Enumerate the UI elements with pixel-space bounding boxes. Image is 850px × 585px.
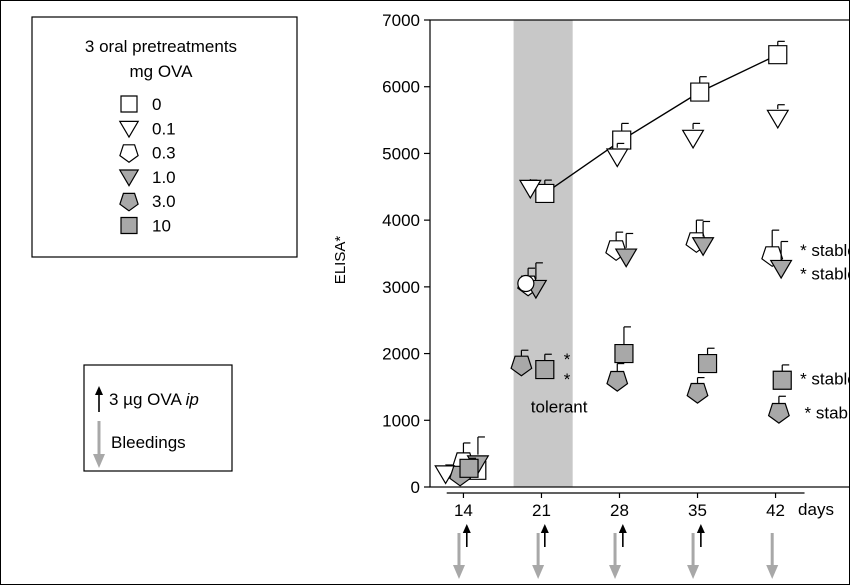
x-tick-label: 28 [610, 501, 629, 520]
immunization-arrowhead [618, 524, 627, 533]
annotation: * stable [800, 265, 850, 284]
treatment-legend-box [31, 16, 298, 258]
immunization-arrowhead [540, 524, 549, 533]
data-point-circle [517, 274, 535, 293]
data-point [605, 148, 629, 168]
data-point [697, 353, 718, 374]
bleeding-arrowhead [766, 565, 779, 579]
axes: 0 1000 2000 3000 4000 5000 6000 7000 14 21 28 35 42 [382, 11, 850, 520]
legend-entry-0.3: 0.3 [119, 144, 176, 163]
schedule-arrows [452, 524, 779, 579]
data-point [691, 237, 715, 257]
y-tick-label: 0 [411, 478, 420, 497]
legend-label: 1.0 [152, 168, 176, 187]
legend-marker [119, 144, 139, 163]
x-tick-label: 14 [454, 501, 473, 520]
x-axis-label: days [798, 500, 834, 519]
immunization-arrowhead [462, 524, 471, 533]
series-0.1 [434, 104, 790, 485]
y-tick-label: 3000 [382, 278, 420, 297]
legend-entry-0.1: 0.1 [118, 119, 176, 139]
legend-title-line2: mg OVA [130, 62, 194, 81]
legend-entries: 0 0.1 0.3 1.0 3.0 10 [118, 95, 176, 236]
legend-entry-1.0: 1.0 [118, 168, 176, 187]
y-tick-label: 6000 [382, 78, 420, 97]
data-point [769, 259, 793, 280]
legend-marker [120, 95, 138, 113]
data-point [535, 359, 555, 380]
y-tick-label: 2000 [382, 345, 420, 364]
legend-label: 0.3 [152, 144, 176, 163]
series-3.0 [449, 349, 790, 487]
bleeding-arrowhead [609, 565, 622, 579]
annotation: * stable [800, 369, 850, 388]
data-point [768, 45, 788, 65]
legend-marker [118, 120, 140, 139]
y-tick-label: 1000 [382, 411, 420, 430]
annotation: * [564, 350, 571, 369]
data-point [606, 370, 629, 392]
immunization-arrow-icon [95, 386, 103, 412]
data-point [766, 109, 790, 130]
x-tick-label: 35 [688, 501, 707, 520]
schedule-legend-box [83, 364, 233, 472]
treatment-legend: 3 oral pretreatments mg OVA 0 0.1 0.3 1.0 3.… [31, 16, 298, 258]
legend-label: 0 [152, 95, 161, 114]
y-tick-label: 4000 [382, 211, 420, 230]
data-point [690, 82, 710, 102]
data-point [767, 402, 790, 424]
shade-layer: tolerant [513, 20, 588, 487]
legend-marker [120, 216, 138, 235]
y-tick-label: 5000 [382, 144, 420, 163]
legend-entry-0: 0 [120, 95, 161, 114]
data-point [614, 248, 638, 268]
bleeding-arrowhead [687, 565, 700, 579]
series-10 [459, 326, 792, 478]
data-point [686, 382, 709, 404]
y-tick-label: 7000 [382, 11, 420, 30]
data-point [772, 370, 792, 390]
legend-marker [119, 192, 139, 212]
x-tick-label: 21 [532, 501, 551, 520]
annotation: * stable [800, 241, 850, 260]
data-point [535, 183, 555, 204]
schedule-legend: 3 µg OVA ip Bleedings [83, 364, 233, 472]
data-point [614, 343, 634, 364]
immunization-legend-text: 3 µg OVA ip [109, 390, 199, 409]
annotation: * stable [805, 403, 850, 422]
series-layer [434, 40, 793, 487]
plot-frame [429, 19, 850, 488]
legend-label: 10 [152, 217, 171, 236]
bleeding-arrowhead [532, 565, 545, 579]
bleeding-legend-text: Bleedings [111, 433, 186, 452]
tolerant-label: tolerant [531, 397, 588, 416]
series-line [544, 54, 779, 195]
data-point [681, 129, 705, 150]
plot-area: tolerant 0 1000 2000 3000 4000 5000 6000 7000 14… [382, 11, 850, 579]
y-axis-label: ELISA* [332, 236, 349, 285]
tolerant-region [513, 20, 573, 487]
bleeding-arrowhead [452, 565, 465, 579]
x-tick-label: 42 [766, 501, 785, 520]
legend-label: 0.1 [152, 119, 176, 138]
immunization-arrowhead [696, 524, 705, 533]
annotations: ** * stable * stable * stable * stable [564, 241, 850, 422]
annotation: * [564, 370, 571, 389]
data-point [612, 130, 632, 150]
legend-label: 3.0 [152, 192, 176, 211]
legend-entry-3.0: 3.0 [119, 192, 176, 212]
legend-entry-10: 10 [120, 216, 171, 236]
data-point [459, 458, 479, 478]
data-point [518, 179, 542, 200]
legend-title-line1: 3 oral pretreatments [85, 37, 237, 56]
legend-marker [118, 169, 140, 187]
data-point [510, 355, 533, 377]
bleeding-arrow-icon [93, 421, 105, 468]
